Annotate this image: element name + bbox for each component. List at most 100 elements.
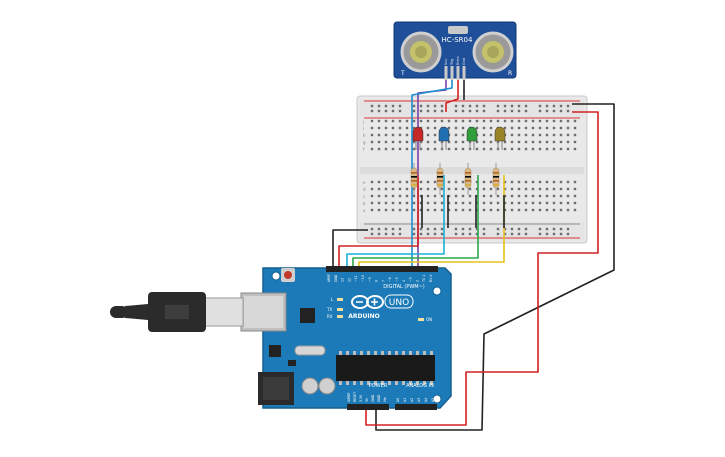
resistor-band [411,176,417,178]
breadboard-hole [412,194,416,198]
breadboard-hole [524,119,528,123]
rail-hole [475,109,479,113]
breadboard-hole [440,201,444,205]
breadboard-hole [510,201,514,205]
breadboard-hole [370,140,374,144]
breadboard-hole [510,119,514,123]
arduino-brand: ARDUINO [348,313,379,320]
breadboard-hole [433,208,437,212]
breadboard-hole [461,187,465,191]
rail-hole [412,109,416,113]
row-letter: a [363,208,366,213]
led-green [466,126,478,142]
breadboard-hole [531,147,535,151]
breadboard-hole [545,180,549,184]
breadboard-hole [482,119,486,123]
breadboard-hole [454,140,458,144]
rail-hole [566,104,570,108]
power-header [347,404,389,410]
breadboard-hole [405,194,409,198]
breadboard-hole [545,187,549,191]
power-pin-label: 5V [365,397,369,402]
rail-hole [468,109,472,113]
rail-hole [503,232,507,236]
rail-hole [398,104,402,108]
breadboard-hole [475,201,479,205]
breadboard-hole [377,194,381,198]
breadboard-hole [496,208,500,212]
chip-pin [395,381,398,385]
breadboard-hole [433,201,437,205]
chip-pin [388,351,391,355]
breadboard-hole [538,147,542,151]
breadboard-hole [503,180,507,184]
wire-red-arduino [338,175,419,268]
reset-button-cap[interactable] [284,271,292,279]
chip-pin [388,381,391,385]
led-blue [438,126,450,142]
breadboard-hole [433,194,437,198]
breadboard-hole [419,180,423,184]
sensor-pin [456,66,460,80]
breadboard-hole [496,201,500,205]
breadboard-hole [538,140,542,144]
digital-pin-label: ~10 [361,275,365,282]
analog-pin-label: A4 [424,398,428,402]
breadboard-hole [398,140,402,144]
row-letter: j [362,119,364,124]
breadboard-hole [405,119,409,123]
breadboard-hole [447,208,451,212]
breadboard-hole [391,208,395,212]
rail-hole [496,104,500,108]
breadboard-hole [510,194,514,198]
breadboard-hole [461,147,465,151]
crystal [448,26,468,34]
resistor-band [437,184,443,186]
breadboard-hole [573,140,577,144]
row-letter: e [363,180,366,185]
breadboard-hole [412,201,416,205]
rail-hole [440,227,444,231]
rail-hole [517,109,521,113]
breadboard-hole [559,140,563,144]
breadboard-hole [405,187,409,191]
rail-hole [398,109,402,113]
rail-hole [475,104,479,108]
rail-hole [377,104,381,108]
breadboard-hole [531,201,535,205]
breadboard-hole [370,133,374,137]
breadboard-hole [573,133,577,137]
breadboard-hole [517,140,521,144]
breadboard-hole [538,133,542,137]
breadboard-hole [475,180,479,184]
breadboard-hole [559,194,563,198]
breadboard-hole [405,180,409,184]
rail-hole [559,232,563,236]
breadboard-hole [419,208,423,212]
rail-hole [377,227,381,231]
rail-hole [510,232,514,236]
breadboard-hole [517,208,521,212]
breadboard-hole [461,126,465,130]
breadboard-hole [552,126,556,130]
led-rx [337,315,343,318]
breadboard-hole [524,187,528,191]
breadboard-hole [426,119,430,123]
breadboard-hole [412,140,416,144]
rail-hole [433,104,437,108]
breadboard-hole [461,119,465,123]
resistor-band [465,176,471,178]
arduino-logo [351,295,384,309]
breadboard-hole [475,140,479,144]
breadboard-hole [405,147,409,151]
rail-hole [496,227,500,231]
breadboard-hole [489,194,493,198]
rail-hole [545,227,549,231]
breadboard-hole [475,126,479,130]
power-label: POWER [369,383,388,389]
breadboard-hole [419,187,423,191]
top-power-rail [360,99,584,117]
rail-hole [503,104,507,108]
rail-hole [552,104,556,108]
